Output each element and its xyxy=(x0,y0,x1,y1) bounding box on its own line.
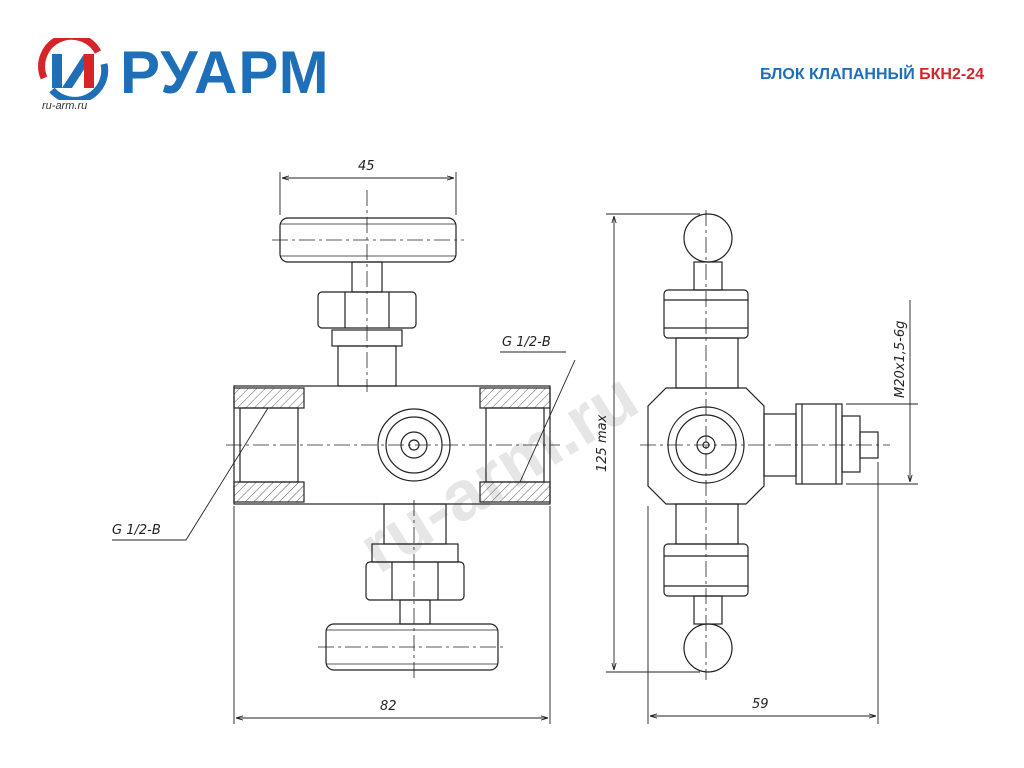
dim-thread-right: G 1/2-B xyxy=(502,335,551,350)
dim-thread-left: G 1/2-B xyxy=(112,523,161,538)
dim-thread-side: M20x1,5-6g xyxy=(893,321,908,398)
dim-body-length: 82 xyxy=(380,699,397,714)
side-view xyxy=(647,213,879,673)
dim-height: 125 max xyxy=(595,414,610,472)
brand-name: РУАРМ xyxy=(120,39,330,106)
title-prefix: БЛОК КЛАПАННЫЙ xyxy=(760,66,915,83)
brand-logo[interactable]: РУАРМ ru-arm.ru xyxy=(38,38,358,112)
brand-url: ru-arm.ru xyxy=(42,100,88,112)
page-title: БЛОК КЛАПАННЫЙ БКН2-24 xyxy=(760,66,984,84)
dim-handle-width: 45 xyxy=(358,159,375,174)
front-view xyxy=(233,217,551,671)
title-code: БКН2-24 xyxy=(919,66,984,83)
logo-mark-icon xyxy=(38,38,109,100)
dim-side-width: 59 xyxy=(752,697,769,712)
